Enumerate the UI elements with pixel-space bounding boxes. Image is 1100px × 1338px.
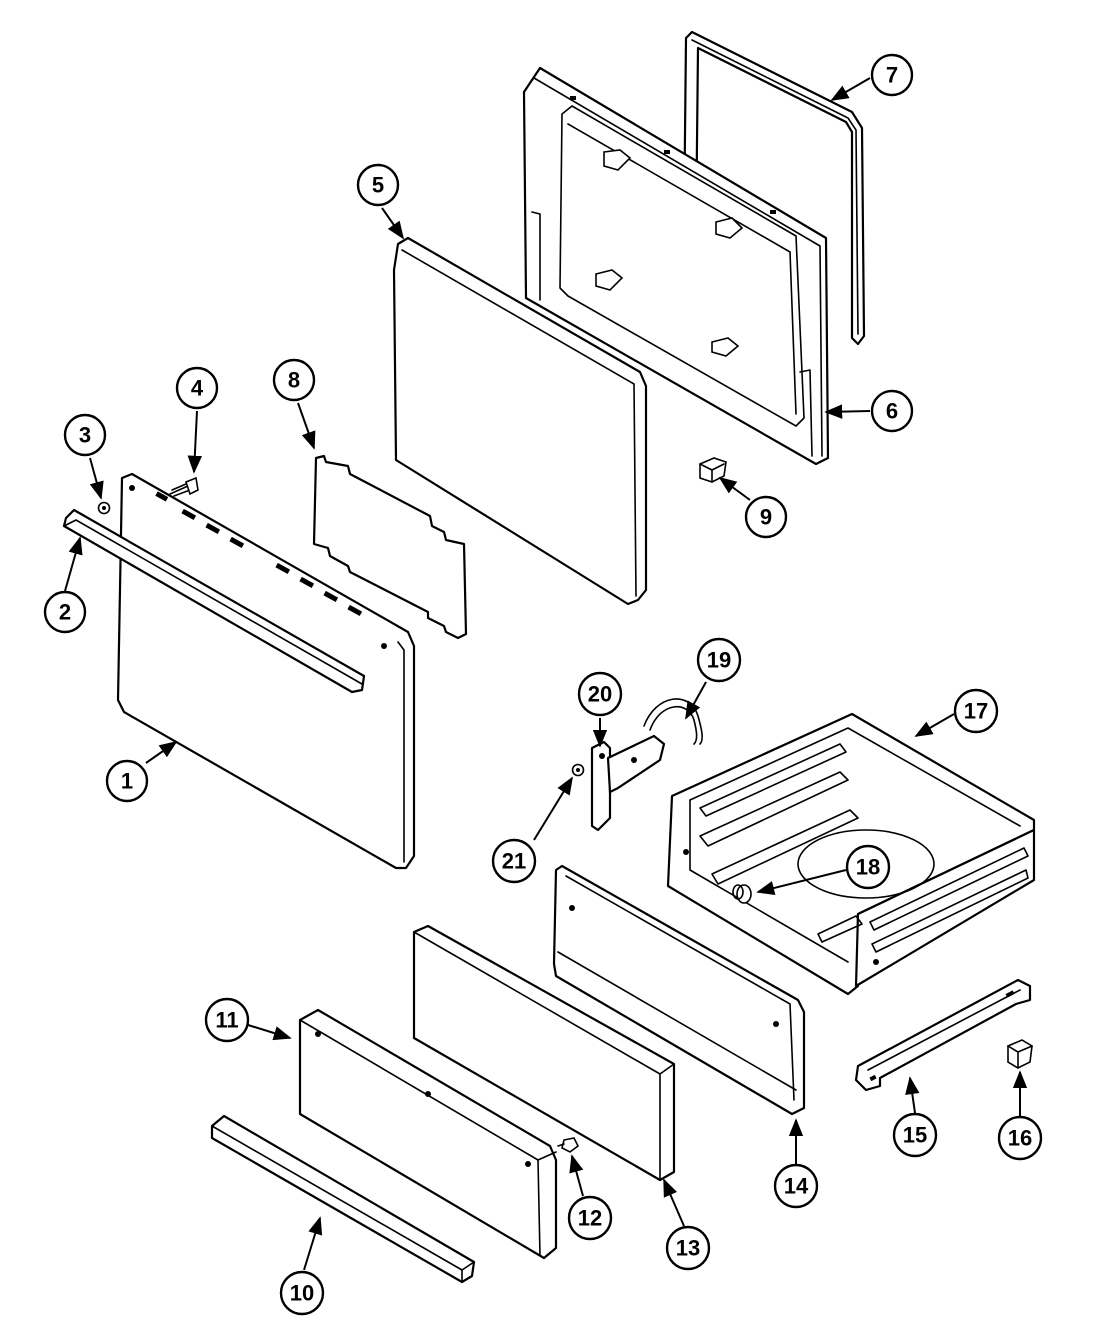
callout-8: 8: [272, 358, 316, 402]
svg-text:9: 9: [760, 505, 772, 530]
part-16-clip: [1007, 1039, 1033, 1069]
part-5-insulation: [392, 236, 648, 606]
callout-14: 14: [773, 1163, 819, 1209]
callout-17: 17: [953, 688, 999, 734]
part-21-nut: [571, 763, 585, 777]
part-14-drawer-panel: [552, 864, 806, 1116]
part-4-screw: [169, 476, 199, 497]
leader-5: [381, 207, 405, 240]
leader-12: [569, 1154, 584, 1197]
leader-10: [303, 1216, 323, 1271]
svg-text:10: 10: [290, 1281, 314, 1306]
svg-text:15: 15: [903, 1123, 927, 1148]
leader-11: [247, 1024, 292, 1041]
callouts: 1 2 3 4 5 6 7 8 9 10 11 12 13 14 15 16 1…: [43, 53, 1043, 1316]
leader-17: [914, 713, 955, 737]
svg-text:5: 5: [372, 173, 384, 198]
svg-text:12: 12: [578, 1206, 602, 1231]
callout-9: 9: [744, 495, 788, 539]
callout-20: 20: [577, 671, 623, 717]
callout-13: 13: [665, 1225, 711, 1271]
svg-text:20: 20: [588, 682, 612, 707]
callout-10: 10: [279, 1270, 325, 1316]
leader-13: [663, 1178, 685, 1227]
leader-9: [718, 476, 751, 501]
svg-text:16: 16: [1008, 1126, 1032, 1151]
part-9-clip: [699, 457, 727, 483]
svg-text:19: 19: [707, 648, 731, 673]
leader-18: [756, 869, 847, 896]
svg-text:21: 21: [502, 849, 526, 874]
part-13-insulation-block: [412, 924, 676, 1182]
part-1-outer-door: [116, 472, 416, 870]
leader-1: [145, 740, 178, 764]
svg-text:11: 11: [215, 1008, 238, 1033]
svg-text:2: 2: [59, 600, 71, 625]
callout-2: 2: [43, 590, 87, 634]
callout-19: 19: [696, 637, 742, 683]
leader-6: [824, 404, 871, 419]
part-6-inner-door-panel: [522, 66, 830, 466]
callout-4: 4: [175, 366, 219, 410]
callout-12: 12: [567, 1195, 613, 1241]
leader-2: [64, 536, 83, 592]
leader-4: [187, 410, 202, 474]
part-15-drawer-rail: [854, 978, 1032, 1092]
leader-8: [297, 402, 316, 450]
part-2-door-handle: [62, 508, 366, 694]
part-8-door-shield: [312, 454, 468, 640]
svg-text:13: 13: [676, 1236, 700, 1261]
leader-15: [905, 1076, 920, 1114]
callout-15: 15: [892, 1112, 938, 1158]
callout-21: 21: [491, 838, 537, 884]
svg-text:7: 7: [886, 63, 898, 88]
callout-6: 6: [870, 389, 914, 433]
callout-5: 5: [356, 163, 400, 207]
leader-21: [533, 776, 573, 841]
part-18-bumper: [732, 884, 752, 904]
svg-text:1: 1: [121, 769, 133, 794]
callout-16: 16: [997, 1115, 1043, 1161]
callout-11: 11: [204, 997, 250, 1043]
part-10-trim-strip: [210, 1114, 476, 1284]
callout-7: 7: [870, 53, 914, 97]
svg-text:18: 18: [856, 855, 880, 880]
leader-lines: [64, 77, 1028, 1271]
part-20-bracket: [590, 734, 666, 832]
part-11-drawer-front: [298, 1008, 558, 1260]
callout-3: 3: [63, 413, 107, 457]
svg-text:17: 17: [964, 699, 988, 724]
svg-text:6: 6: [886, 399, 898, 424]
leader-3: [89, 457, 104, 500]
svg-text:8: 8: [288, 368, 300, 393]
callout-1: 1: [105, 759, 149, 803]
callout-18: 18: [845, 844, 891, 890]
svg-text:4: 4: [191, 376, 204, 401]
leader-19: [685, 681, 707, 720]
leader-7: [830, 77, 871, 101]
svg-text:14: 14: [784, 1174, 809, 1199]
part-3-washer: [97, 501, 111, 515]
part-12-screw: [557, 1137, 580, 1153]
svg-text:3: 3: [79, 423, 91, 448]
